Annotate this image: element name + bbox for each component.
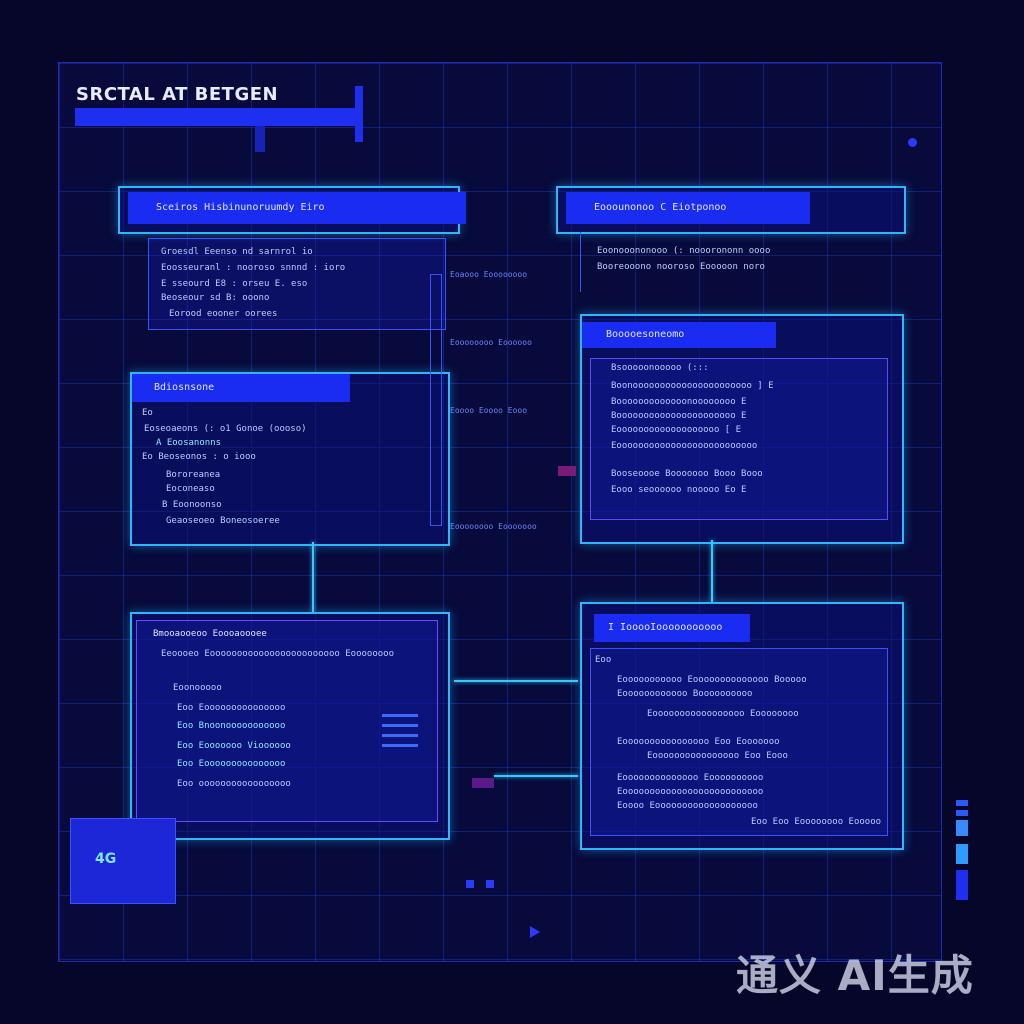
title-bracket (355, 86, 363, 142)
list-item: Eoconeaso (166, 484, 215, 494)
connector-label: Eoaooo Eoooooooo (450, 270, 528, 279)
list-item: Eoonooononooo (: nooorononn oooo (597, 246, 771, 256)
list-item: Eoseoaeons (: o1 Gonoe (oooso) (144, 424, 307, 434)
watermark: 通义 AI生成 (736, 951, 974, 1000)
marker-dot (908, 138, 917, 147)
list-item: Eoo ooooooooooooooooo (177, 779, 291, 789)
list-item: Eeoooeo Eoooooooooooooooooooooooo Eooooo… (161, 649, 394, 659)
list-item: B Eoonoonso (162, 500, 222, 510)
list-item: Eoo Eooooooo Vioooooo (177, 741, 291, 751)
panel-top-left-body: Groesdl Eeenso nd sarnrol io Eoosseuranl… (148, 238, 446, 330)
list-item: Eooooooooooooooooooo [ E (611, 425, 742, 435)
scroll-indicator[interactable] (956, 800, 968, 900)
connector-label: Eoooooooo Eooooooo (450, 522, 537, 531)
panel-bottom-right-body: Eoo Eooooooooooo Eoooooooooooooo Booooo … (590, 648, 888, 836)
marker-dot (466, 880, 474, 888)
list-item: Eoooooooooooooooo Eoo Eooo (647, 751, 788, 761)
panel-bottom-left[interactable]: Bmooaooeoo Eoooaoooee Eeoooeo Eooooooooo… (130, 612, 450, 840)
list-item: Booooooooooooonoooooooo E (611, 397, 747, 407)
menu-lines-icon[interactable] (382, 714, 418, 748)
list-item: Eoooooooooooooo Eoooooooooo (617, 773, 764, 783)
list-item: Eooo seoooooo nooooo Eo E (611, 485, 747, 495)
scrollbar-track[interactable] (430, 274, 442, 526)
list-item: Eo (142, 408, 153, 418)
list-item: Eoosseuranl : nooroso snnnd : ioro (161, 263, 346, 273)
connector-label: Eoooooooo Eoooooo (450, 338, 532, 347)
list-item: Eoo Eooooooooooooooo (177, 703, 286, 713)
list-item: Eoonooooo (173, 683, 222, 693)
list-item: Eoooooooooooo Boooooooooo (617, 689, 753, 699)
list-item: Bsooooonooooo (::: (611, 363, 709, 373)
connector-line (711, 540, 713, 602)
list-item: Eooooooooooo Eoooooooooooooo Booooo (617, 675, 807, 685)
list-item: Booseoooe Booooooo Booo Booo (611, 469, 763, 479)
panel-mid-right-header: Booooesoneomo (582, 322, 776, 348)
list-item: Boonoooooooooooooooooooooo ] E (611, 381, 774, 391)
panel-mid-right[interactable]: Booooesoneomo Bsooooonooooo (::: Boonooo… (580, 314, 904, 544)
panel-bottom-right-header: I IooooIooooooooooo (594, 614, 750, 642)
panel-mid-right-body: Bsooooonooooo (::: Boonooooooooooooooooo… (590, 358, 888, 520)
play-icon[interactable] (530, 926, 540, 938)
status-badge[interactable]: 4G (70, 818, 176, 904)
list-item: Eoo (595, 655, 612, 665)
list-item: Eorood eooner oorees (169, 309, 278, 319)
page-title: SRCTAL AT BETGEN (76, 84, 279, 105)
panel-top-left-header: Sceiros Hisbinunoruumdy Eiro (128, 192, 466, 224)
list-item: Eoooooooooooooooooooooooooo (617, 787, 764, 797)
panel-bottom-left-header: Bmooaooeoo Eoooaoooee (153, 629, 267, 639)
panel-top-right-body: Eoonooononooo (: nooorononn oooo Booreoo… (580, 232, 801, 292)
marker-dot (558, 466, 576, 476)
list-item: E sseourd E8 : orseu E. eso (161, 279, 308, 289)
panel-mid-left[interactable]: Bdiosnsone Eo Eoseoaeons (: o1 Gonoe (oo… (130, 274, 450, 546)
list-item: Eooooooooooooooooo Eoooooooo (647, 709, 799, 719)
connector-line (454, 680, 578, 682)
list-item: Booreooono nooroso Eooooon noro (597, 262, 765, 272)
list-item: Eo Beoseonos : o iooo (142, 452, 256, 462)
list-item: Groesdl Eeenso nd sarnrol io (161, 247, 313, 257)
panel-top-right-header: Eooounonoo C Eiotponoo (566, 192, 810, 224)
list-item: Eoooooooooooooooo Eoo Eooooooo (617, 737, 780, 747)
list-item: A Eoosanonns (156, 438, 222, 448)
list-item: Eoo Eooooooooooooooo (177, 759, 286, 769)
marker-dot (486, 880, 494, 888)
badge-label: 4G (95, 851, 117, 867)
list-item: Boooooooooooooooooooooo E (611, 411, 747, 421)
title-underline (75, 108, 360, 126)
panel-mid-left-header: Bdiosnsone (132, 374, 350, 402)
list-item: Geaoseoeo Boneosoeree (166, 516, 280, 526)
panel-bottom-right[interactable]: I IooooIooooooooooo Eoo Eooooooooooo Eoo… (580, 602, 904, 850)
list-item: Eoo Bnoonooooooooooo (177, 721, 286, 731)
list-item: Bororeanea (166, 470, 221, 480)
connector-line (494, 775, 578, 777)
list-item: Eoooo Eooooooooooooooooooo (617, 801, 758, 811)
list-item: Eoooooooooooooooooooooooooo (611, 441, 758, 451)
panel-top-left[interactable]: Sceiros Hisbinunoruumdy Eiro (118, 186, 466, 234)
list-item: Beoseour sd B: ooono (161, 293, 270, 303)
list-item: Eoo Eoo Eoooooooo Eooooo (751, 817, 882, 827)
panel-top-right[interactable]: Eooounonoo C Eiotponoo (556, 186, 906, 234)
title-stem (255, 126, 265, 152)
connector-line (312, 542, 314, 612)
marker-dot (472, 778, 494, 788)
connector-label: Eoooo Eoooo Eooo (450, 406, 528, 415)
panel-bottom-left-body: Bmooaooeoo Eoooaoooee Eeoooeo Eooooooooo… (136, 620, 438, 822)
